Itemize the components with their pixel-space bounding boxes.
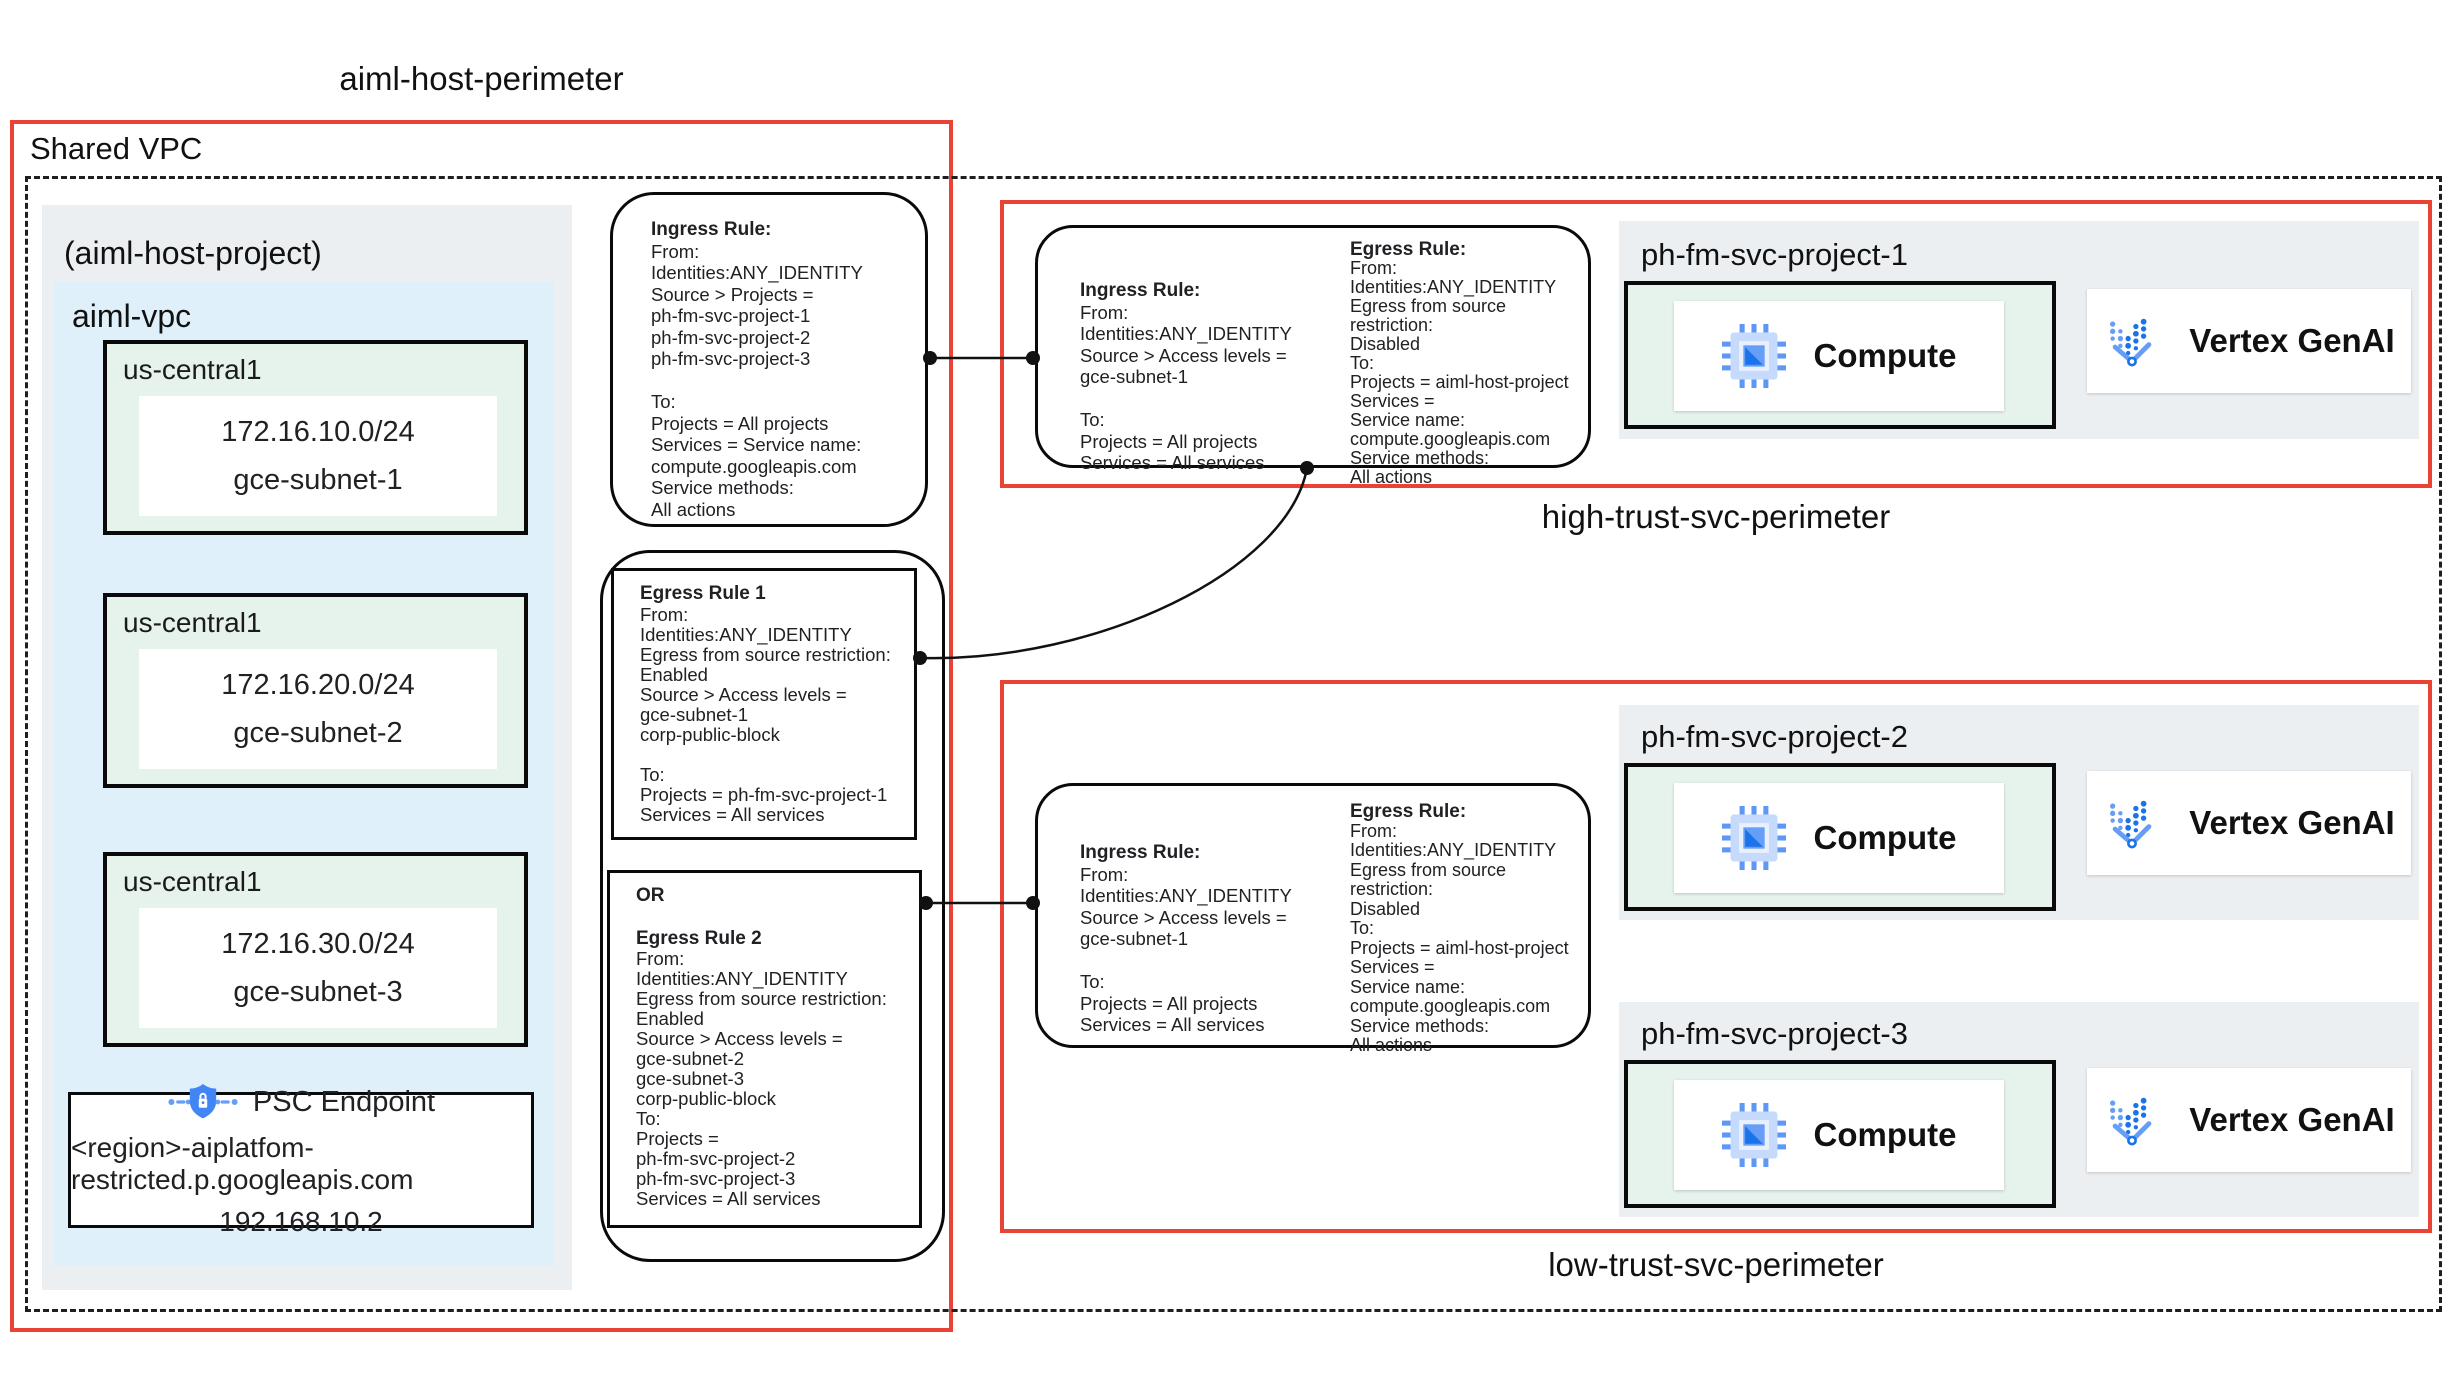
shared-vpc-dashed-boundary [25, 176, 2442, 1312]
aiml-host-project-title: (aiml-host-project) [64, 235, 322, 271]
subnet-box-2: us-central1 172.16.20.0/24 gce-subnet-2 [103, 593, 528, 788]
shared-vpc-label: Shared VPC [30, 131, 203, 166]
psc-endpoint-title: PSC Endpoint [252, 1085, 436, 1118]
subnet-3-region: us-central1 [123, 866, 262, 897]
subnet-1-region: us-central1 [123, 354, 262, 385]
project-2-vertex-card: Vertex GenAI [2087, 771, 2411, 875]
high-trust-rules-box: Ingress Rule: From: Identities:ANY_IDENT… [1035, 225, 1591, 487]
vertex-genai-icon [2103, 794, 2161, 852]
subnet-2-name: gce-subnet-2 [233, 716, 403, 749]
psc-endpoint-box: PSC Endpoint <region>-aiplatfom-restrict… [68, 1084, 534, 1237]
compute-engine-icon [1721, 1103, 1786, 1167]
compute-engine-icon [1721, 806, 1786, 870]
project-2-box: ph-fm-svc-project-2 [1619, 705, 2419, 920]
aiml-host-project-box: (aiml-host-project) aiml-vpc us-central1… [42, 205, 572, 1290]
project-1-vertex-label: Vertex GenAI [2189, 322, 2395, 359]
psc-shield-lock-icon [167, 1082, 239, 1122]
subnet-1-cidr: 172.16.10.0/24 [221, 415, 415, 448]
project-1-compute-label: Compute [1813, 337, 1957, 374]
low-trust-egress-body: From: Identities:ANY_IDENTITY Egress fro… [1350, 820, 1569, 1055]
project-1-box: ph-fm-svc-project-1 [1619, 221, 2419, 439]
psc-endpoint-ip: 192.168.10.2 [219, 1206, 383, 1237]
project-3-compute-container: Compute [1624, 1060, 2056, 1208]
project-2-vertex-label: Vertex GenAI [2189, 804, 2395, 841]
project-1-compute-card: Compute [1674, 301, 2004, 411]
aiml-vpc-title: aiml-vpc [72, 298, 192, 334]
host-egress-rule-1-box: Egress Rule 1 From: Identities:ANY_IDENT… [611, 568, 917, 840]
high-trust-perimeter-box [1000, 200, 2432, 488]
subnet-2-card: 172.16.20.0/24 gce-subnet-2 [139, 649, 497, 769]
psc-endpoint-fqdn: <region>-aiplatfom-restricted.p.googleap… [71, 1132, 414, 1195]
vertex-genai-icon [2103, 1091, 2161, 1149]
subnet-2-region: us-central1 [123, 607, 262, 638]
project-3-compute-label: Compute [1813, 1116, 1957, 1153]
project-2-compute-label: Compute [1813, 819, 1957, 856]
low-trust-rules-box: Ingress Rule: From: Identities:ANY_IDENT… [1035, 783, 1591, 1055]
project-2-title: ph-fm-svc-project-2 [1641, 719, 1908, 754]
high-trust-egress-title: Egress Rule: [1350, 239, 1467, 260]
host-egress-rule-2-title: Egress Rule 2 [636, 927, 762, 949]
high-trust-ingress-title: Ingress Rule: [1080, 280, 1201, 301]
high-trust-egress-body: From: Identities:ANY_IDENTITY Egress fro… [1350, 258, 1569, 487]
low-trust-egress-title: Egress Rule: [1350, 801, 1467, 822]
high-trust-perimeter-label: high-trust-svc-perimeter [1541, 498, 1891, 535]
aiml-host-perimeter-box [10, 120, 953, 1332]
project-3-vertex-label: Vertex GenAI [2189, 1101, 2395, 1138]
project-1-vertex-card: Vertex GenAI [2087, 289, 2411, 393]
subnet-box-1: us-central1 172.16.10.0/24 gce-subnet-1 [103, 340, 528, 535]
project-2-compute-card: Compute [1674, 783, 2004, 893]
subnet-3-name: gce-subnet-3 [233, 975, 403, 1008]
subnet-2-cidr: 172.16.20.0/24 [221, 668, 415, 701]
low-trust-ingress-title: Ingress Rule: [1080, 842, 1201, 863]
low-trust-perimeter-label: low-trust-svc-perimeter [1548, 1246, 1884, 1283]
host-egress-rule-2-body: From: Identities:ANY_IDENTITY Egress fro… [636, 948, 887, 1209]
project-2-compute-container: Compute [1624, 763, 2056, 911]
subnet-3-card: 172.16.30.0/24 gce-subnet-3 [139, 908, 497, 1028]
host-egress-rule-2-box: OR Egress Rule 2 From: Identities:ANY_ID… [607, 870, 922, 1228]
project-3-compute-card: Compute [1674, 1080, 2004, 1190]
project-3-title: ph-fm-svc-project-3 [1641, 1016, 1908, 1051]
high-trust-ingress-body: From: Identities:ANY_IDENTITY Source > A… [1080, 301, 1292, 474]
project-3-box: ph-fm-svc-project-3 [1619, 1002, 2419, 1217]
low-trust-ingress-rule: Ingress Rule: From: Identities:ANY_IDENT… [1080, 842, 1340, 1036]
subnet-1-name: gce-subnet-1 [233, 463, 403, 496]
host-egress-or-label: OR [636, 885, 665, 906]
host-egress-rule-1-title: Egress Rule 1 [640, 583, 766, 604]
high-trust-egress-rule: Egress Rule: From: Identities:ANY_IDENTI… [1350, 240, 1590, 487]
host-egress-rule-1-body: From: Identities:ANY_IDENTITY Egress fro… [640, 603, 891, 825]
subnet-1-card: 172.16.10.0/24 gce-subnet-1 [139, 396, 497, 516]
host-ingress-rule-body: From: Identities:ANY_IDENTITY Source > P… [651, 240, 863, 520]
host-ingress-rule-title: Ingress Rule: [651, 219, 772, 240]
subnet-box-3: us-central1 172.16.30.0/24 gce-subnet-3 [103, 852, 528, 1047]
low-trust-egress-rule: Egress Rule: From: Identities:ANY_IDENTI… [1350, 802, 1590, 1056]
low-trust-perimeter-box [1000, 680, 2432, 1233]
aiml-host-perimeter-label: aiml-host-perimeter [339, 60, 624, 97]
high-trust-ingress-rule: Ingress Rule: From: Identities:ANY_IDENT… [1080, 280, 1340, 474]
host-ingress-rule-box: Ingress Rule: From: Identities:ANY_IDENT… [610, 192, 928, 527]
project-1-title: ph-fm-svc-project-1 [1641, 237, 1908, 272]
subnet-3-cidr: 172.16.30.0/24 [221, 927, 415, 960]
low-trust-ingress-body: From: Identities:ANY_IDENTITY Source > A… [1080, 863, 1292, 1036]
project-1-compute-container: Compute [1624, 281, 2056, 429]
compute-engine-icon [1721, 324, 1786, 388]
aiml-vpc-box: aiml-vpc us-central1 172.16.10.0/24 gce-… [54, 282, 554, 1266]
vertex-genai-icon [2103, 312, 2161, 370]
project-3-vertex-card: Vertex GenAI [2087, 1068, 2411, 1172]
